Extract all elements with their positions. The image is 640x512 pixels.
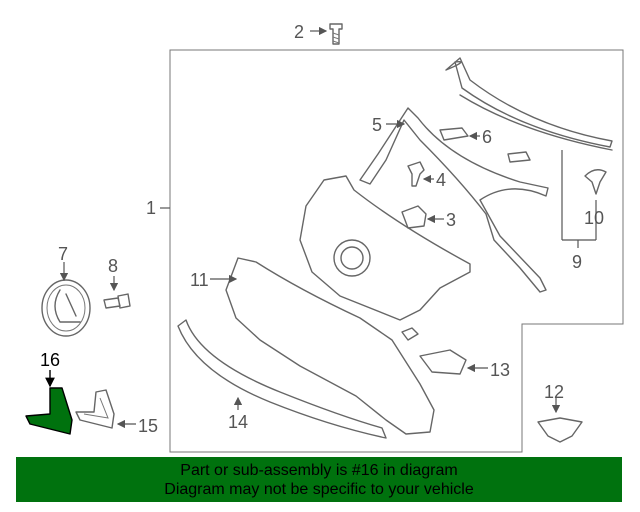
grille-frame-part-5 (359, 107, 549, 293)
bolt-part-2 (310, 23, 343, 45)
callout-3: 3 (446, 210, 456, 230)
emblem-part-7 (41, 262, 91, 337)
callout-12: 12 (544, 382, 564, 402)
callout-15: 15 (138, 416, 158, 436)
lower-grille-part-11 (210, 257, 435, 435)
callout-4: 4 (436, 170, 446, 190)
upper-grille (299, 175, 471, 321)
upper-molding-part-9 (445, 57, 613, 248)
bolt-part-8 (103, 276, 131, 309)
assembly-outline (169, 49, 624, 453)
callout-11: 11 (190, 270, 209, 290)
callout-10: 10 (584, 208, 604, 228)
callout-13: 13 (490, 360, 510, 380)
retainer-part-3 (401, 205, 444, 229)
callout-1: 1 (146, 198, 156, 218)
lower-molding-part-14 (177, 319, 387, 439)
highlighted-part-16 (25, 370, 73, 435)
plate-part-12 (537, 398, 583, 443)
callout-16: 16 (40, 350, 60, 370)
parts-diagram: 1 2 3 4 5 6 7 8 9 10 11 12 13 14 15 16 (25, 22, 624, 453)
clip-part-10 (584, 169, 607, 240)
callout-2: 2 (294, 22, 304, 42)
callout-14: 14 (228, 412, 248, 432)
info-banner: Part or sub-assembly is #16 in diagram D… (16, 457, 622, 502)
callout-9: 9 (572, 252, 582, 272)
screw-part-4 (407, 161, 434, 187)
bracket-part-6 (439, 127, 531, 163)
trim-part-15 (75, 389, 136, 429)
callout-5: 5 (372, 115, 382, 135)
banner-line-2: Diagram may not be specific to your vehi… (164, 481, 474, 498)
cover-part-13 (401, 327, 488, 375)
callout-8: 8 (108, 256, 118, 276)
callout-7: 7 (58, 244, 68, 264)
banner-line-1: Part or sub-assembly is #16 in diagram (180, 462, 458, 479)
callout-6: 6 (482, 127, 492, 147)
